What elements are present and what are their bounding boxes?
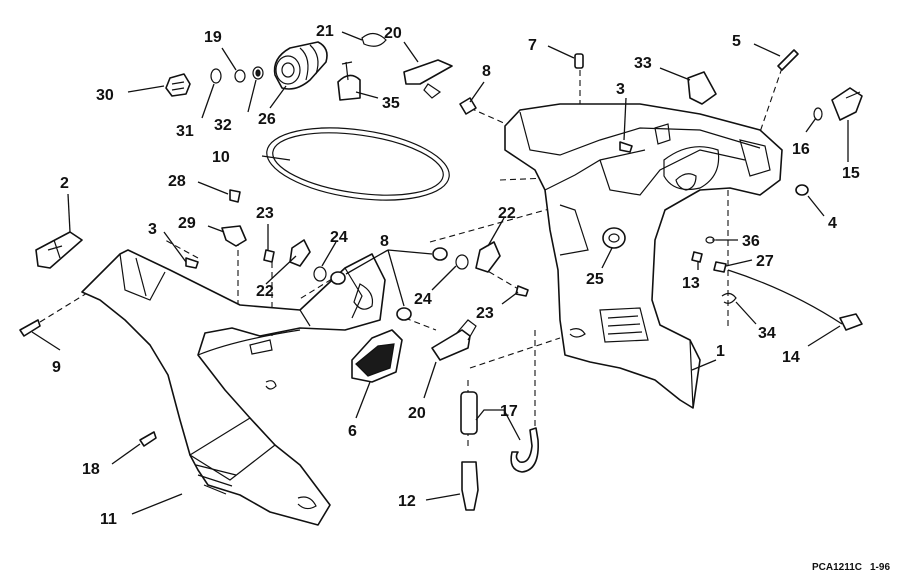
callout-19: 19 [204,29,222,46]
part-1-lower-cover-right [504,103,783,409]
leader-lines [31,31,849,515]
callout-25: 25 [586,271,604,288]
callout-11: 11 [100,511,117,528]
callout-3: 3 [616,81,625,98]
callout-35: 35 [382,95,400,112]
callout-15: 15 [842,165,860,182]
callout-33: 33 [634,55,652,72]
part-11-lower-cover-left [81,249,386,526]
callout-20: 20 [384,25,402,42]
callout-28: 28 [168,173,186,190]
callout-34: 34 [758,325,776,342]
callout-24: 24 [414,291,432,308]
callout-17: 17 [500,403,518,420]
hardware [19,32,863,511]
callout-3: 3 [148,221,157,238]
callout-22: 22 [498,205,516,222]
callout-23: 23 [256,205,274,222]
callout-12: 12 [398,493,416,510]
callout-5: 5 [732,33,741,50]
drawing-date: 1-96 [870,562,890,573]
callout-13: 13 [682,275,700,292]
callout-7: 7 [528,37,537,54]
drawing-code: PCA1211C [812,562,862,573]
callout-36: 36 [742,233,760,250]
callout-24: 24 [330,229,348,246]
callout-9: 9 [52,359,61,376]
callouts: 1 2 3 3 4 5 6 7 8 8 9 10 11 12 13 14 15 … [52,23,860,528]
callout-1: 1 [716,343,725,360]
callout-4: 4 [828,215,837,232]
callout-26: 26 [258,111,276,128]
callout-14: 14 [782,349,800,366]
callout-8: 8 [380,233,389,250]
callout-18: 18 [82,461,100,478]
callout-21: 21 [316,23,334,40]
part-10-seal [266,127,450,201]
callout-10: 10 [212,149,230,166]
callout-2: 2 [60,175,69,192]
callout-22: 22 [256,283,274,300]
callout-8: 8 [482,63,491,80]
part-26-grommet [273,41,328,90]
callout-29: 29 [178,215,196,232]
callout-31: 31 [176,123,194,140]
callout-27: 27 [756,253,774,270]
callout-16: 16 [792,141,810,158]
callout-23: 23 [476,305,494,322]
callout-20: 20 [408,405,426,422]
callout-32: 32 [214,117,232,134]
callout-6: 6 [348,423,357,440]
callout-30: 30 [96,87,114,104]
